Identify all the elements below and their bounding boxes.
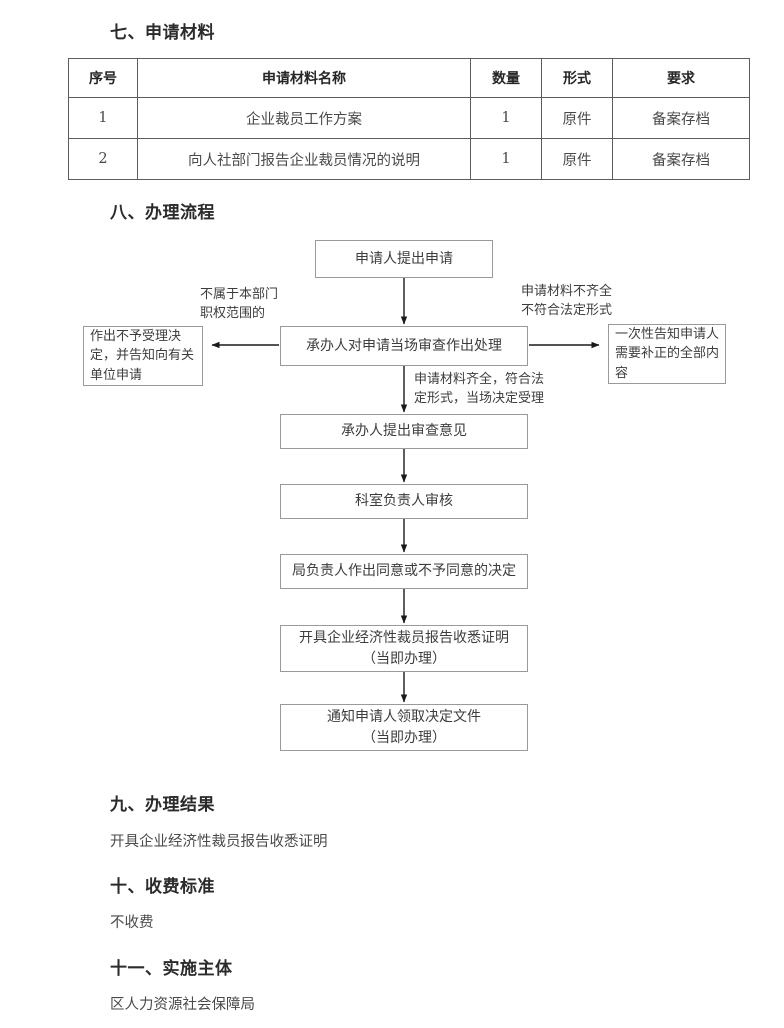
flow-node-issue-certificate-line1: 开具企业经济性裁员报告收悉证明 — [299, 630, 509, 647]
cell-qty: 1 — [470, 138, 542, 180]
flow-node-reject: 作出不予受理决定，并告知向有关单位申请 — [83, 326, 203, 386]
flow-node-bureau-decision-label: 局负责人作出同意或不予同意的决定 — [292, 563, 516, 580]
edge-label-right-line1: 申请材料不齐全 — [521, 284, 613, 299]
flow-node-reject-label: 作出不予受理决定，并告知向有关单位申请 — [90, 328, 195, 383]
result-text: 开具企业经济性裁员报告收悉证明 — [110, 834, 328, 850]
flow-node-review: 承办人对申请当场审查作出处理 — [280, 326, 528, 366]
table-header-req: 要求 — [612, 58, 750, 98]
cell-qty: 1 — [470, 97, 542, 139]
cell-name: 企业裁员工作方案 — [137, 97, 471, 139]
flow-node-notify-applicant-line1: 通知申请人领取决定文件 — [327, 709, 481, 726]
authority-text: 区人力资源社会保障局 — [110, 997, 255, 1013]
edge-label-down-line1: 申请材料齐全，符合法 — [414, 372, 545, 387]
cell-form: 原件 — [541, 138, 613, 180]
edge-label-down-line2: 定形式，当场决定受理 — [414, 390, 545, 406]
heading-process-flow: 八、办理流程 — [110, 203, 215, 223]
table-header-row: 序号 申请材料名称 数量 形式 要求 — [68, 58, 750, 98]
flow-node-opinion-label: 承办人提出审查意见 — [341, 423, 467, 440]
table-header-seq: 序号 — [68, 58, 138, 98]
edge-label-left-line2: 职权范围的 — [200, 305, 266, 321]
table-header-form: 形式 — [541, 58, 613, 98]
cell-req: 备案存档 — [612, 138, 750, 180]
cell-req: 备案存档 — [612, 97, 750, 139]
flow-node-supplement-label: 一次性告知申请人需要补正的全部内容 — [615, 326, 720, 381]
flow-node-supplement: 一次性告知申请人需要补正的全部内容 — [608, 324, 726, 384]
flow-node-issue-certificate-line2: （当即办理） — [362, 650, 446, 667]
cell-name: 向人社部门报告企业裁员情况的说明 — [137, 138, 471, 180]
heading-result: 九、办理结果 — [110, 795, 215, 815]
edge-label-right-line2: 不符合法定形式 — [521, 302, 613, 318]
edge-label-left: 不属于本部门 职权范围的 — [200, 286, 278, 324]
cell-seq: 1 — [68, 97, 138, 139]
heading-implementing-authority: 十一、实施主体 — [110, 959, 233, 979]
cell-form: 原件 — [541, 97, 613, 139]
table-row: 2 向人社部门报告企业裁员情况的说明 1 原件 备案存档 — [68, 138, 750, 180]
table-header-qty: 数量 — [470, 58, 542, 98]
cell-seq: 2 — [68, 138, 138, 180]
table-row: 1 企业裁员工作方案 1 原件 备案存档 — [68, 97, 750, 139]
flow-node-bureau-decision: 局负责人作出同意或不予同意的决定 — [280, 554, 528, 589]
flow-node-opinion: 承办人提出审查意见 — [280, 414, 528, 449]
application-materials-table: 序号 申请材料名称 数量 形式 要求 1 企业裁员工作方案 1 原件 备案存档 … — [68, 58, 750, 180]
edge-label-right: 申请材料不齐全 不符合法定形式 — [521, 283, 612, 321]
flow-node-review-label: 承办人对申请当场审查作出处理 — [306, 337, 502, 354]
edge-label-down: 申请材料齐全，符合法 定形式，当场决定受理 — [414, 371, 544, 409]
table-header-name: 申请材料名称 — [137, 58, 471, 98]
heading-application-materials: 七、申请材料 — [110, 23, 215, 43]
flow-node-notify-applicant: 通知申请人领取决定文件 （当即办理） — [280, 704, 528, 751]
heading-fee-standard: 十、收费标准 — [110, 877, 215, 897]
flow-node-notify-applicant-line2: （当即办理） — [362, 729, 446, 746]
flow-node-dept-check: 科室负责人审核 — [280, 484, 528, 519]
fee-text: 不收费 — [110, 915, 154, 931]
flow-node-start-label: 申请人提出申请 — [355, 250, 453, 267]
flow-node-issue-certificate: 开具企业经济性裁员报告收悉证明 （当即办理） — [280, 625, 528, 672]
flow-node-dept-check-label: 科室负责人审核 — [355, 493, 453, 510]
edge-label-left-line1: 不属于本部门 — [200, 287, 279, 302]
flow-node-start: 申请人提出申请 — [315, 240, 493, 278]
